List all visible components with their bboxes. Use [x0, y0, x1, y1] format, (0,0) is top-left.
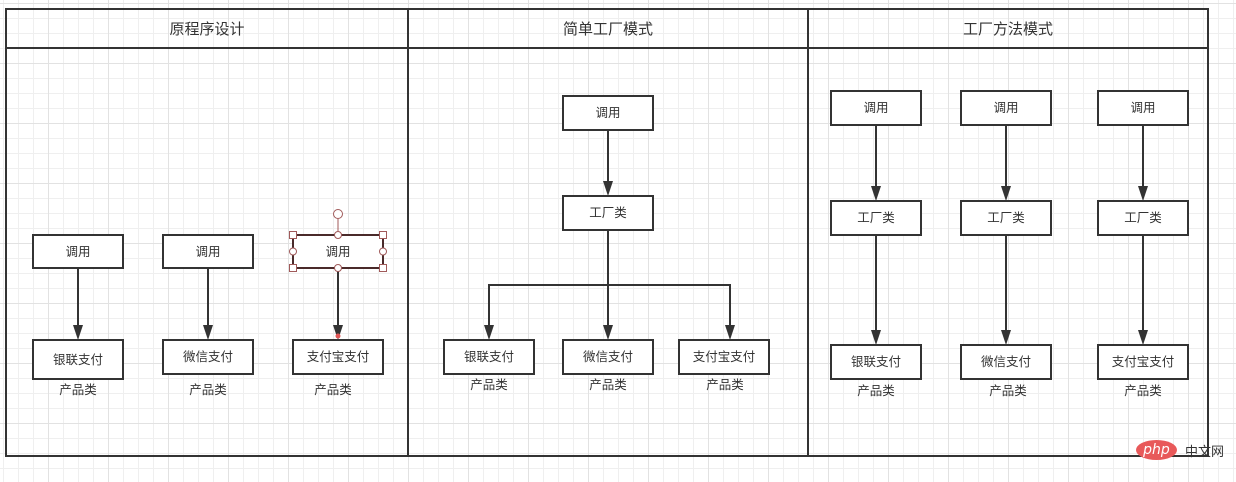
selection-handles — [289, 209, 387, 272]
node-alipay-label: 支付宝支付 — [1112, 354, 1175, 369]
node-unionpay-label: 银联支付 — [53, 352, 103, 367]
node-factory[interactable] — [830, 200, 922, 236]
swimlane-frame — [5, 8, 1209, 457]
lane-title-factory-method[interactable]: 工厂方法模式 — [963, 20, 1053, 38]
node-factory-label: 工厂类 — [589, 205, 627, 220]
node-caller-label: 调用 — [993, 100, 1018, 115]
node-unionpay-label: 银联支付 — [851, 354, 901, 369]
node-unionpay[interactable] — [443, 339, 535, 375]
node-unionpay[interactable] — [830, 344, 922, 380]
node-factory[interactable] — [1097, 200, 1189, 236]
connection-point-icon[interactable] — [335, 333, 341, 339]
node-caller-label: 调用 — [595, 105, 620, 120]
arrowhead — [1001, 330, 1011, 345]
edge-branch[interactable] — [488, 284, 731, 330]
node-unionpay-label: 银联支付 — [464, 349, 514, 364]
node-wechat[interactable] — [960, 344, 1052, 380]
node-caller-label: 调用 — [65, 244, 90, 259]
node-alipay-label: 支付宝支付 — [693, 349, 756, 364]
product-caption: 产品类 — [857, 383, 895, 398]
arrowhead — [333, 325, 343, 340]
product-caption: 产品类 — [189, 382, 227, 397]
node-unionpay[interactable] — [32, 339, 124, 380]
node-caller[interactable] — [960, 90, 1052, 126]
node-wechat[interactable] — [562, 339, 654, 375]
node-factory-label: 工厂类 — [1124, 210, 1162, 225]
node-alipay[interactable] — [678, 339, 770, 375]
node-factory[interactable] — [562, 195, 654, 231]
node-factory-label: 工厂类 — [857, 210, 895, 225]
resize-handle-se[interactable] — [379, 264, 387, 272]
node-factory-label: 工厂类 — [987, 210, 1025, 225]
resize-handle-s[interactable] — [334, 264, 342, 272]
arrowhead — [73, 325, 83, 340]
arrowhead — [603, 181, 613, 196]
product-caption: 产品类 — [314, 382, 352, 397]
arrowhead — [1138, 186, 1148, 201]
node-caller-label: 调用 — [1130, 100, 1155, 115]
lane-factory-method: 调用 工厂类 银联支付 产品类 调用 工厂类 微信支付 产品类 调用 工厂类 支… — [830, 90, 1189, 398]
lane-title-original[interactable]: 原程序设计 — [169, 20, 244, 38]
resize-handle-w[interactable] — [289, 247, 297, 256]
product-caption: 产品类 — [1124, 383, 1162, 398]
node-caller-label: 调用 — [863, 100, 888, 115]
arrowhead — [871, 186, 881, 201]
resize-handle-ne[interactable] — [379, 231, 387, 239]
product-caption: 产品类 — [470, 377, 508, 392]
rotate-handle-icon[interactable] — [333, 209, 343, 219]
outer-border — [5, 8, 1209, 457]
product-caption: 产品类 — [989, 383, 1027, 398]
node-wechat-label: 微信支付 — [981, 354, 1031, 369]
node-wechat[interactable] — [162, 339, 254, 375]
arrowhead — [871, 330, 881, 345]
php-logo-icon: php — [1136, 440, 1177, 460]
lane-original: 调用 银联支付 产品类 调用 微信支付 产品类 调用 — [32, 209, 387, 397]
node-factory[interactable] — [960, 200, 1052, 236]
node-wechat-label: 微信支付 — [583, 349, 633, 364]
watermark-text: 中文网 — [1185, 444, 1225, 460]
arrowhead — [603, 325, 613, 340]
arrowhead — [203, 325, 213, 340]
arrowhead — [1001, 186, 1011, 201]
resize-handle-n[interactable] — [334, 231, 342, 239]
node-alipay[interactable] — [1097, 344, 1189, 380]
resize-handle-nw[interactable] — [289, 231, 297, 239]
lane-title-simple-factory[interactable]: 简单工厂模式 — [563, 20, 653, 38]
arrowhead — [725, 325, 735, 340]
node-caller[interactable] — [1097, 90, 1189, 126]
node-alipay-label: 支付宝支付 — [307, 349, 370, 364]
product-caption: 产品类 — [59, 382, 97, 397]
arrowhead — [1138, 330, 1148, 345]
node-caller[interactable] — [830, 90, 922, 126]
arrowhead — [484, 325, 494, 340]
product-caption: 产品类 — [706, 377, 744, 392]
node-caller-label: 调用 — [195, 244, 220, 259]
node-caller-label: 调用 — [325, 244, 350, 259]
lane-simple-factory: 调用 工厂类 银联支付 产品类 微信支付 产品类 支付宝支付 产品类 — [443, 95, 770, 392]
resize-handle-e[interactable] — [379, 247, 387, 256]
resize-handle-sw[interactable] — [289, 264, 297, 272]
product-caption: 产品类 — [589, 377, 627, 392]
node-wechat-label: 微信支付 — [183, 349, 233, 364]
node-alipay[interactable] — [292, 339, 384, 375]
watermark: php 中文网 — [1136, 440, 1224, 460]
